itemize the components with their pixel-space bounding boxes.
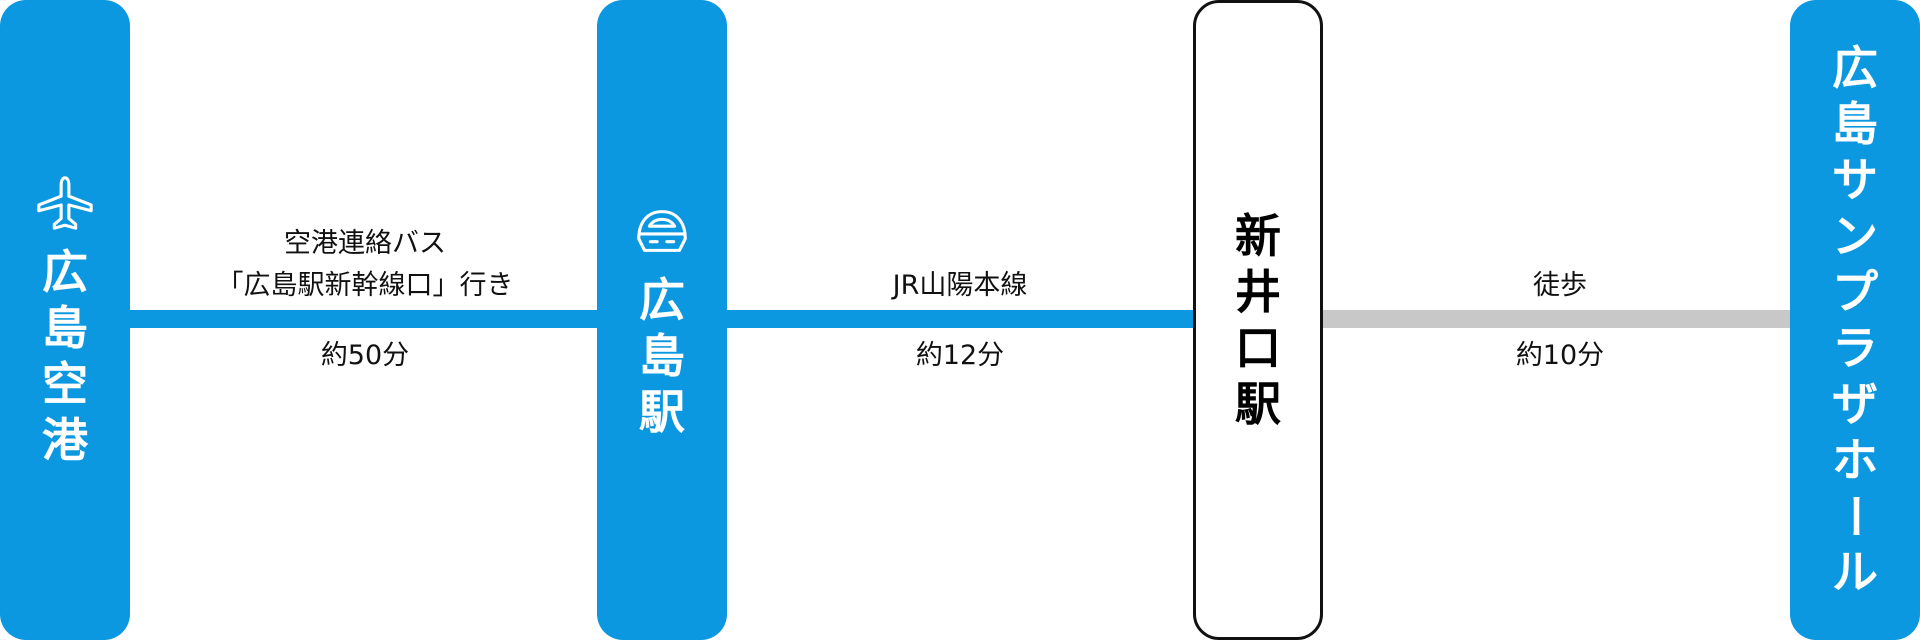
station-name-char: 口: [1235, 321, 1281, 375]
station-name-char: 島: [639, 329, 685, 383]
bus-route-destination: 「広島駅新幹線口」行き: [216, 270, 514, 301]
station-name-char: 駅: [639, 385, 685, 439]
bus-route-line: [125, 310, 605, 328]
station-name-char: 井: [1235, 265, 1281, 319]
station-name-char: ザ: [1832, 377, 1878, 431]
station-name-vertical: 広 島 サ ン プ ラ ザ ホ ー ル: [1828, 40, 1882, 600]
bus-route-name: 空港連絡バス: [284, 228, 446, 259]
station-name-char: 島: [42, 301, 88, 355]
station-name-char: 広: [42, 245, 88, 299]
station-name-char: 島: [1832, 97, 1878, 151]
station-hiroshima: 広 島 駅: [597, 0, 727, 640]
train-route-name: JR山陽本線: [892, 270, 1028, 301]
station-name-char: ラ: [1832, 321, 1878, 375]
station-name-char: ル: [1832, 545, 1878, 599]
station-name-char: ホ: [1832, 433, 1878, 487]
station-name-char: 新: [1235, 209, 1281, 263]
station-name-char: 空: [42, 357, 88, 411]
station-name-char: プ: [1832, 265, 1878, 319]
destination-sun-plaza-hall: 広 島 サ ン プ ラ ザ ホ ー ル: [1790, 0, 1920, 640]
train-route-line: [725, 310, 1195, 328]
walk-route-name: 徒歩: [1533, 270, 1587, 301]
station-name-vertical: 新 井 口 駅: [1235, 208, 1281, 432]
bus-route-time: 約50分: [320, 340, 410, 371]
walk-route-time: 約10分: [1515, 340, 1605, 371]
station-name-char: サ: [1832, 153, 1878, 207]
station-name-char: ン: [1832, 209, 1878, 263]
station-name-char: 広: [1832, 41, 1878, 95]
walk-route-line: [1320, 310, 1800, 328]
shinkansen-train-icon: [637, 210, 687, 252]
station-name-vertical: 広 島 空 港: [42, 244, 88, 468]
station-name-vertical: 広 島 駅: [639, 272, 685, 440]
station-shin-inokuchi: 新 井 口 駅: [1193, 0, 1323, 640]
airplane-icon: [37, 176, 93, 230]
station-name-char: 港: [42, 413, 88, 467]
station-hiroshima-airport: 広 島 空 港: [0, 0, 130, 640]
train-route-time: 約12分: [915, 340, 1005, 371]
station-name-char: 駅: [1235, 377, 1281, 431]
station-name-char: ー: [1828, 493, 1882, 539]
station-name-char: 広: [639, 273, 685, 327]
